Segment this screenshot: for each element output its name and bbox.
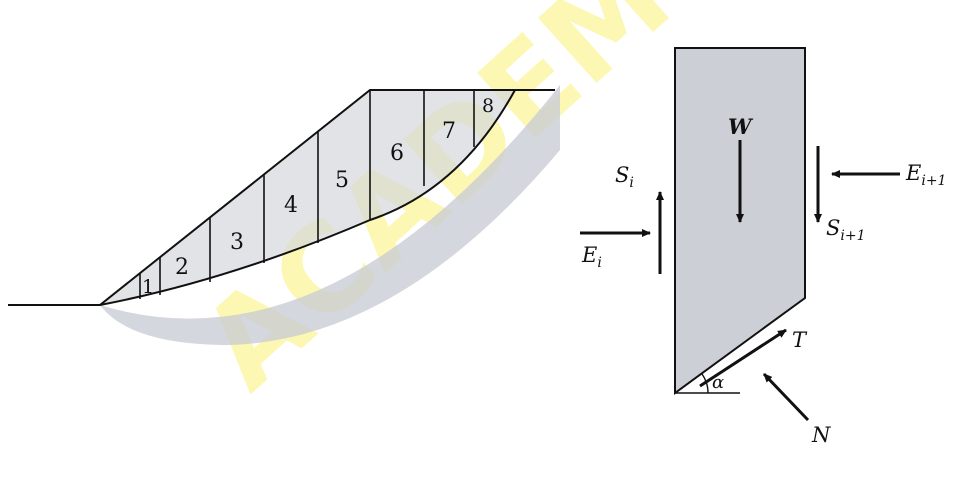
normal-force-right-label: Ei+1 xyxy=(905,161,946,189)
slice-label-8: 8 xyxy=(482,95,494,117)
shear-force-left-label: Si xyxy=(615,163,634,191)
shear-resistance-arrow xyxy=(699,328,787,388)
slice-label-1: 1 xyxy=(142,276,154,298)
slice-label-4: 4 xyxy=(284,193,298,218)
ground-surface xyxy=(8,89,555,306)
slice-label-6: 6 xyxy=(390,141,404,166)
slip-surface xyxy=(99,89,516,306)
shear-resistance-label: T xyxy=(792,328,808,352)
slice-label-7: 7 xyxy=(442,119,456,144)
slice-label-2: 2 xyxy=(175,255,189,280)
slice-boundaries xyxy=(139,90,475,299)
sliding-mass xyxy=(100,90,515,305)
soil-mass xyxy=(100,85,560,345)
slope-diagram: 1 2 3 4 5 6 7 8 xyxy=(8,85,560,345)
slice-label-5: 5 xyxy=(335,168,349,193)
base-normal-arrow xyxy=(762,372,810,422)
base-normal-label: N xyxy=(811,423,831,447)
slice-label-3: 3 xyxy=(230,230,244,255)
slice-free-body: α W Si Ei Si+1 Ei+1 T N xyxy=(580,47,946,447)
normal-force-left-label: Ei xyxy=(581,243,602,271)
weight-label: W xyxy=(728,114,754,139)
shear-force-right-label: Si+1 xyxy=(826,216,866,244)
